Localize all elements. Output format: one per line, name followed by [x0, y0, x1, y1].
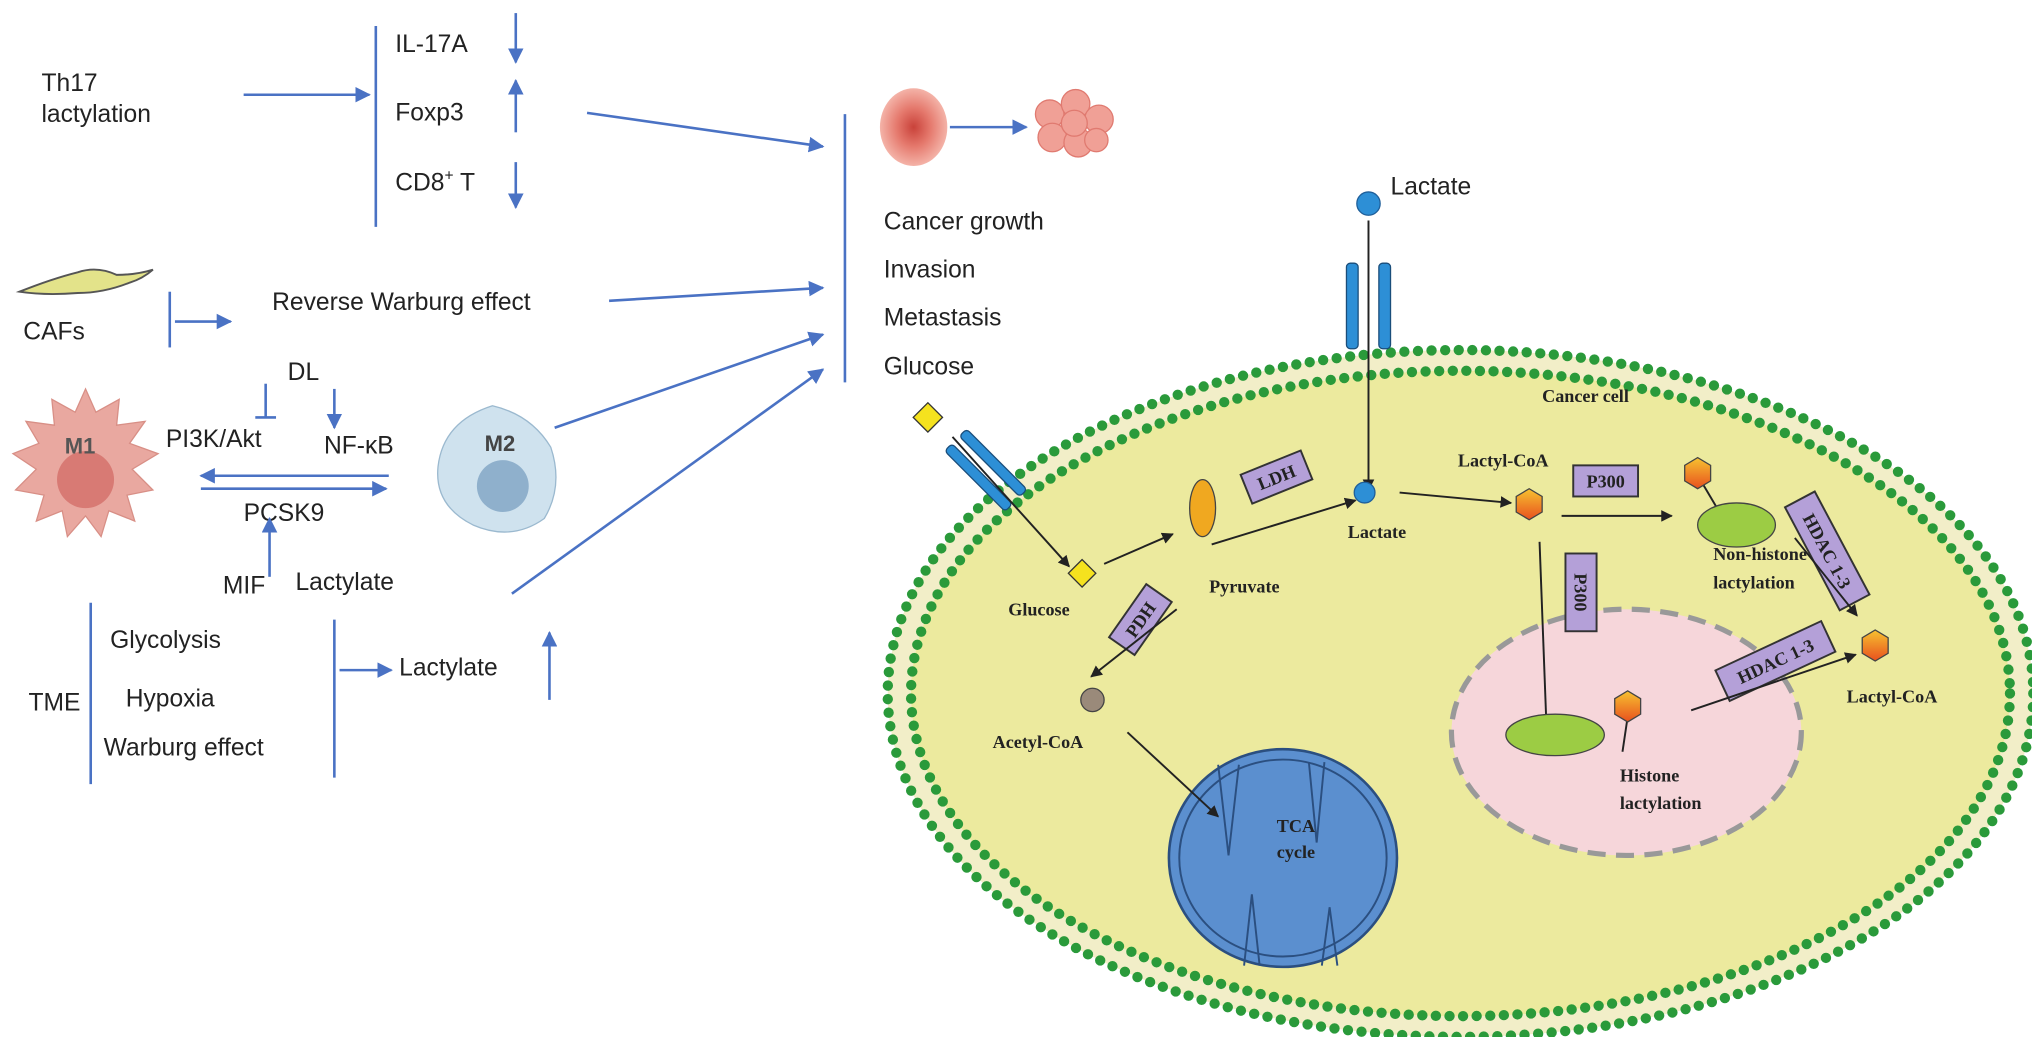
macrophage-section: DL PI3K/Akt NF-κB M1 M2 PCSK9 MIF Lactyl… [11, 331, 825, 600]
caf-cell-icon [15, 268, 154, 296]
dl-label: DL [288, 359, 319, 386]
p300-label: P300 [1571, 573, 1591, 611]
acetyl-coa-icon [1080, 687, 1105, 713]
arrow [1690, 652, 1857, 712]
histone-label: Histone [1620, 766, 1679, 786]
glycolysis-label: Glycolysis [110, 627, 221, 654]
p300-enzyme-vertical: P300 [1564, 552, 1598, 633]
cancer-cell-title: Cancer cell [1542, 386, 1629, 406]
arrow [554, 331, 825, 430]
tme-label: TME [29, 689, 81, 716]
glut-transporter-icon [945, 429, 1027, 511]
cycle-label: cycle [1277, 842, 1315, 862]
lactyl-coa-icon [1861, 629, 1889, 662]
m2-macrophage-icon: M2 [437, 405, 557, 533]
lactate-molecule-icon [1356, 191, 1381, 216]
lactyl-coa-label: Lactyl-CoA [1458, 451, 1549, 471]
lactylation-label: lactylation [1713, 572, 1795, 592]
p300-label: P300 [1587, 471, 1625, 491]
hypoxia-label: Hypoxia [126, 685, 215, 712]
lactyl-coa-icon [1515, 487, 1543, 521]
m1-label: M1 [65, 434, 96, 459]
foxp3-label: Foxp3 [395, 100, 463, 127]
arrow [1211, 497, 1357, 546]
lactyl-coa-label: Lactyl-CoA [1847, 687, 1938, 707]
arrow [586, 111, 825, 153]
cancer-growth-label: Cancer growth [884, 209, 1044, 236]
link-line [1621, 716, 1629, 752]
th17-label: Th17 [41, 70, 97, 97]
metastasis-label: Metastasis [884, 304, 1002, 331]
non-histone-protein-icon [1697, 502, 1777, 548]
pcsk9-label: PCSK9 [244, 500, 325, 527]
nfkb-label: NF-κB [324, 433, 394, 460]
arrow [1794, 537, 1858, 617]
glucose-molecule-icon [912, 401, 944, 433]
lactate-label: Lactate [1348, 522, 1406, 542]
pyruvate-label: Pyruvate [1209, 576, 1279, 596]
glucose-label: Glucose [1008, 600, 1069, 620]
lactylate-label: Lactylate [399, 654, 498, 681]
m2-label: M2 [485, 431, 516, 456]
tme-section: TME Glycolysis Hypoxia Warburg effect La… [29, 602, 558, 785]
mitochondrion-icon: TCA cycle [1167, 747, 1399, 969]
cancer-cell: Cancer cell Lactate Glucose Pyruvate LDH… [882, 174, 2032, 1037]
warburg-label: Warburg effect [104, 735, 264, 762]
m1-macrophage-icon: M1 [11, 387, 160, 539]
reverse-warburg-label: Reverse Warburg effect [272, 289, 531, 316]
cd8-label: CD8+ T [395, 167, 475, 196]
arrow [1090, 608, 1178, 678]
th17-section: Th17 lactylation IL-17A Foxp3 CD8+ T [41, 13, 825, 227]
il17a-label: IL-17A [395, 31, 468, 58]
nucleus [1448, 606, 1804, 859]
tumor-cluster-icon [1034, 88, 1114, 158]
outcomes: Cancer growth Invasion Metastasis Glucos… [843, 88, 1114, 383]
arrow [609, 280, 825, 303]
arrow [1103, 532, 1174, 565]
invasion-label: Invasion [884, 256, 976, 283]
glucose-icon [1067, 558, 1097, 588]
lactyl-group-icon [1614, 690, 1642, 723]
arrow [951, 436, 1070, 568]
cafs-label: CAFs [23, 319, 85, 346]
hdac-enzyme-2: HDAC 1-3 [1714, 619, 1837, 703]
acetyl-coa-label: Acetyl-CoA [993, 732, 1084, 752]
lactylation-label: lactylation [41, 101, 150, 128]
mif-label: MIF [223, 573, 265, 600]
histone-protein-icon [1505, 713, 1605, 757]
pyruvate-icon [1189, 478, 1217, 538]
lactate-icon [1353, 481, 1376, 504]
tca-label: TCA [1277, 816, 1315, 836]
p300-enzyme [1572, 464, 1640, 498]
pi3k-label: PI3K/Akt [166, 426, 262, 453]
arrow [511, 368, 825, 595]
arrow [1126, 731, 1220, 818]
lactylate-label: Lactylate [295, 569, 394, 596]
tumor-cell-icon [879, 88, 948, 167]
lactylation-label: lactylation [1620, 793, 1702, 813]
lactyl-group-icon [1684, 456, 1712, 490]
ldh-enzyme: LDH [1239, 449, 1314, 505]
cafs-section: CAFs Reverse Warburg effect [15, 268, 825, 348]
arrow [1399, 491, 1513, 508]
non-histone-label: Non-histone [1713, 544, 1807, 564]
glucose-label: Glucose [884, 354, 974, 381]
mct-transporter-icon [1345, 262, 1392, 350]
lactate-outside-label: Lactate [1391, 174, 1472, 201]
